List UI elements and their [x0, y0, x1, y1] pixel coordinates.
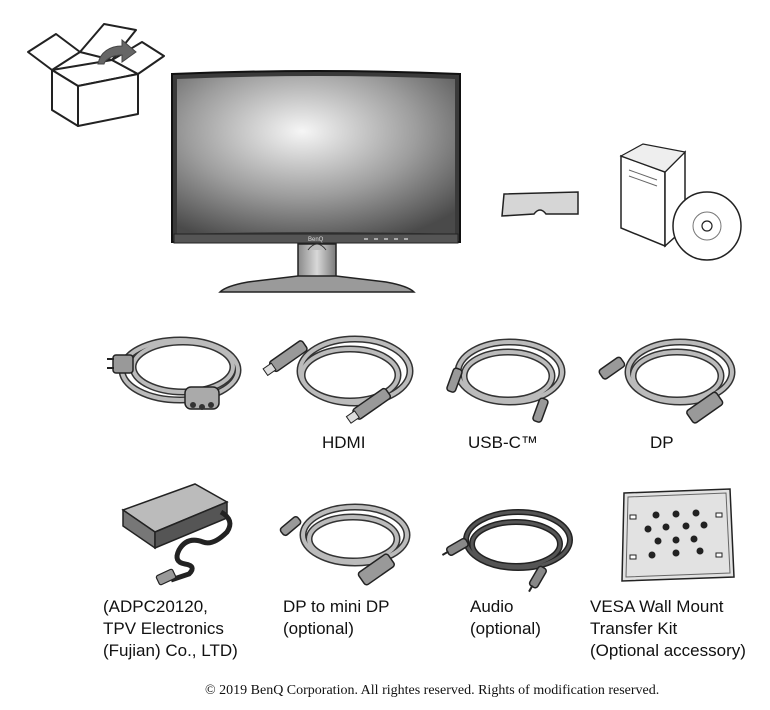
dp-cable-image: [598, 338, 736, 424]
dp-label: DP: [650, 433, 674, 452]
power-cord-image: [107, 336, 242, 410]
dp-to-mini-dp-label: DP to mini DP (optional): [283, 597, 390, 638]
unpacking-box-icon: [27, 23, 165, 127]
audio-label: Audio (optional): [470, 597, 541, 638]
vesa-wall-mount-plate-image: [621, 488, 735, 582]
usbc-label: USB-C™: [468, 433, 538, 452]
hdmi-label: HDMI: [322, 433, 366, 452]
audio-cable-image: [441, 509, 573, 593]
cable-clip-image: [501, 191, 579, 217]
monitor-logo: BenQ: [308, 237, 324, 243]
vesa-kit-label: VESA Wall Mount Transfer Kit (Optional a…: [590, 597, 746, 660]
copyright-footer: © 2019 BenQ Corporation. All rightes res…: [205, 683, 660, 698]
usbc-cable-image: [446, 338, 566, 423]
dp-to-mini-dp-cable-image: [279, 503, 411, 586]
power-adapter-image: [121, 483, 233, 586]
monitor-image: BenQ: [171, 70, 461, 293]
quick-start-guide-and-cd-image: [619, 143, 742, 261]
hdmi-cable-image: [262, 335, 414, 424]
power-adapter-label: (ADPC20120, TPV Electronics (Fujian) Co.…: [103, 597, 238, 660]
